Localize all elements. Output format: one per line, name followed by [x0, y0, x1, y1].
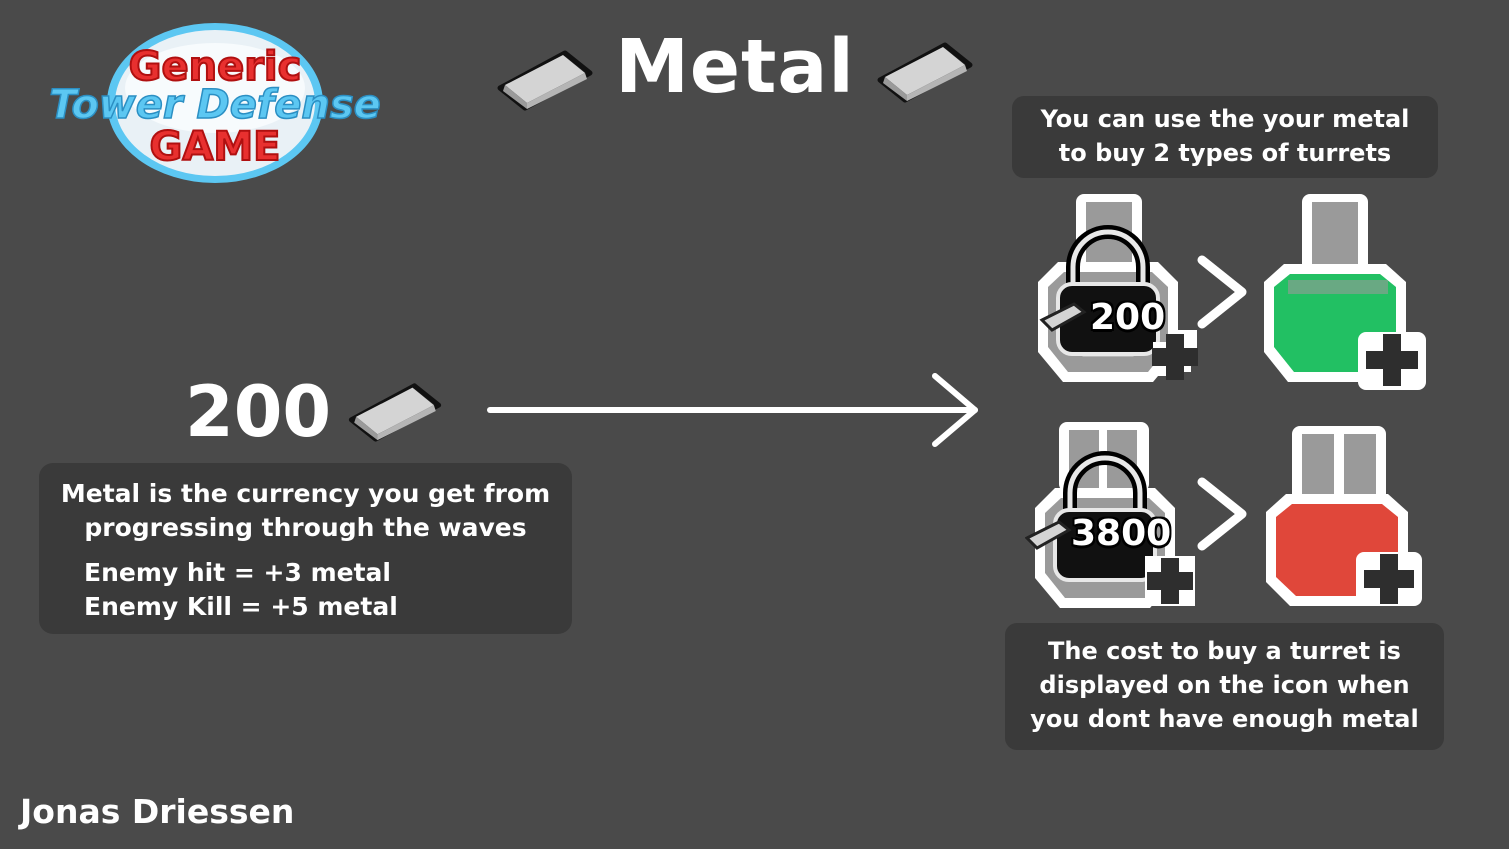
- author-credit: Jonas Driessen: [20, 792, 295, 831]
- logo-line-1: Generic: [129, 44, 302, 90]
- cost-note-line-1: The cost to buy a turret is: [1048, 637, 1401, 665]
- turret-2-locked-button[interactable]: 3800: [1024, 418, 1200, 618]
- turret-1-price: 200: [1090, 297, 1166, 338]
- cost-note-line-2: displayed on the icon when: [1039, 671, 1410, 699]
- logo-line-2: Tower Defense: [49, 82, 381, 128]
- arrow-right-icon: [487, 373, 978, 447]
- metal-ingot-icon: [877, 42, 973, 103]
- turret-1-locked-button[interactable]: 200: [1028, 192, 1203, 392]
- game-logo: Generic Tower Defense GAME: [30, 18, 400, 188]
- plus-icon: [1356, 552, 1422, 606]
- turret-1-unlocked-button[interactable]: [1258, 192, 1433, 392]
- turret-intro-panel: You can use the your metal to buy 2 type…: [1012, 96, 1438, 178]
- page-title: Metal: [615, 24, 855, 110]
- chevron-right-icon: [1197, 477, 1247, 551]
- cost-note-panel: The cost to buy a turret is displayed on…: [1005, 623, 1444, 750]
- plus-icon: [1152, 330, 1198, 380]
- metal-ingot-icon: [1039, 302, 1087, 332]
- description-line-1: Metal is the currency you get from: [60, 479, 551, 508]
- metal-description: Metal is the currency you get from progr…: [45, 477, 566, 545]
- lock-icon: [1053, 451, 1157, 582]
- lock-icon: [1056, 225, 1160, 356]
- plus-icon: [1145, 556, 1195, 606]
- cost-note-line-3: you dont have enough metal: [1030, 705, 1419, 733]
- turret-2-price: 3800: [1071, 513, 1172, 554]
- description-line-2: progressing through the waves: [84, 513, 527, 542]
- metal-counter: 200: [185, 370, 445, 453]
- turret-2-unlocked-button[interactable]: [1260, 422, 1435, 622]
- turret-intro-line-1: You can use the your metal: [1040, 105, 1410, 133]
- chevron-right-icon: [1197, 255, 1247, 329]
- page-header: Metal: [495, 25, 975, 115]
- metal-info-panel: Metal is the currency you get from progr…: [39, 463, 572, 634]
- turret-intro-line-2: to buy 2 types of turrets: [1058, 139, 1392, 167]
- enemy-hit-reward: Enemy hit = +3 metal: [84, 558, 391, 587]
- metal-amount: 200: [185, 371, 332, 453]
- logo-line-3: GAME: [150, 124, 281, 170]
- enemy-kill-reward: Enemy Kill = +5 metal: [84, 592, 398, 621]
- metal-ingot-icon: [1024, 520, 1072, 550]
- metal-ingot-icon: [348, 383, 442, 442]
- plus-icon: [1358, 332, 1426, 390]
- metal-ingot-icon: [497, 50, 593, 111]
